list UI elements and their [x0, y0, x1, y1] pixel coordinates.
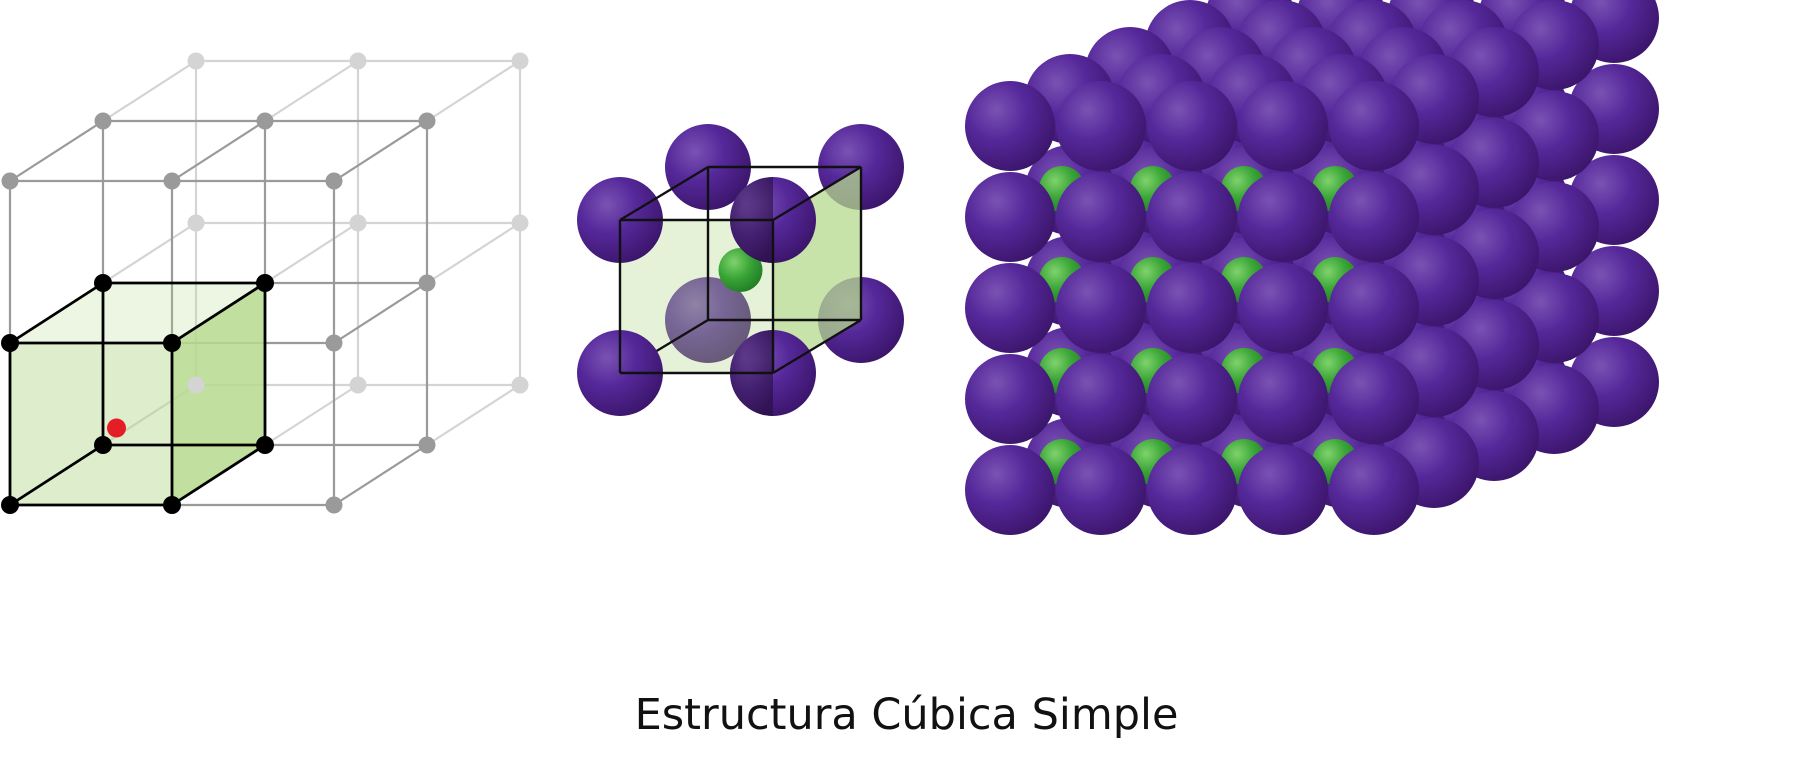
lattice-point [256, 436, 274, 454]
anion-sphere [1329, 263, 1419, 353]
anion-sphere [1238, 445, 1328, 535]
lattice-point [1, 496, 19, 514]
lattice-edge [9, 120, 104, 182]
lattice-edge [264, 384, 359, 446]
anion-sphere [965, 445, 1055, 535]
anion-sphere [1147, 172, 1237, 262]
anion-sphere [1238, 354, 1328, 444]
lattice-point [511, 52, 529, 70]
unit-cell-right-face [172, 283, 265, 505]
lattice-point [1, 334, 19, 352]
anion-sphere [1056, 263, 1146, 353]
lattice-point [511, 376, 529, 394]
lattice-point [256, 274, 274, 292]
lattice-point [325, 172, 343, 190]
lattice-edge [264, 60, 359, 122]
anion-sphere [1329, 445, 1419, 535]
lattice-point [418, 274, 436, 292]
lattice-point [1, 172, 19, 190]
anion-sphere [1147, 81, 1237, 171]
lattice-point [418, 112, 436, 130]
lattice-point [94, 436, 112, 454]
anion-sphere [1329, 172, 1419, 262]
anion-sphere [965, 263, 1055, 353]
anion-sphere [1147, 354, 1237, 444]
lattice-point [94, 274, 112, 292]
lattice-edge [171, 120, 266, 182]
anion-sphere [965, 81, 1055, 171]
cell-edge [772, 318, 862, 375]
lattice-point [187, 52, 205, 70]
anion-sphere [1238, 172, 1328, 262]
unit-cell-model [577, 124, 904, 416]
anion-sphere [1147, 263, 1237, 353]
unit-cell-front-face [10, 343, 172, 505]
lattice-edge [102, 222, 197, 284]
lattice-point [325, 496, 343, 514]
anion-sphere [1329, 81, 1419, 171]
lattice-edge [426, 222, 521, 284]
anion-sphere [1238, 81, 1328, 171]
anion-sphere [1238, 263, 1328, 353]
lattice-edge [333, 282, 428, 344]
anion-sphere [1056, 81, 1146, 171]
cell-edge [619, 165, 709, 222]
unit-cell-top-face [10, 283, 265, 343]
lattice-edge [333, 120, 428, 182]
anion-sphere [1329, 354, 1419, 444]
unit-cell-edge [171, 281, 266, 345]
lattice-point [349, 214, 367, 232]
unit-cell-edge [9, 443, 104, 507]
anion-sphere [1147, 445, 1237, 535]
anion-sphere [1056, 172, 1146, 262]
cell-center-marker [107, 418, 126, 438]
anion-sphere [965, 354, 1055, 444]
lattice-edge [333, 444, 428, 506]
lattice-point [163, 496, 181, 514]
lattice-diagram [1, 52, 529, 514]
lattice-edge [102, 60, 197, 122]
lattice-edge [264, 222, 359, 284]
lattice-edge [426, 60, 521, 122]
unit-cell-edge [171, 443, 266, 507]
lattice-point [187, 376, 205, 394]
lattice-point [163, 334, 181, 352]
cation-sphere [718, 248, 763, 292]
lattice-point [418, 436, 436, 454]
lattice-point [163, 172, 181, 190]
lattice-point [349, 52, 367, 70]
anion-sphere [1056, 354, 1146, 444]
lattice-point [325, 334, 343, 352]
unit-cell-edge [9, 281, 104, 345]
figure-caption: Estructura Cúbica Simple [634, 690, 1179, 740]
crystal-packing-model [965, 0, 1659, 535]
anion-sphere [965, 172, 1055, 262]
lattice-edge [426, 384, 521, 446]
lattice-point [349, 376, 367, 394]
lattice-point [256, 112, 274, 130]
lattice-point [94, 112, 112, 130]
lattice-point [511, 214, 529, 232]
anion-sphere [1056, 445, 1146, 535]
cell-edge [772, 165, 862, 222]
lattice-point [187, 214, 205, 232]
